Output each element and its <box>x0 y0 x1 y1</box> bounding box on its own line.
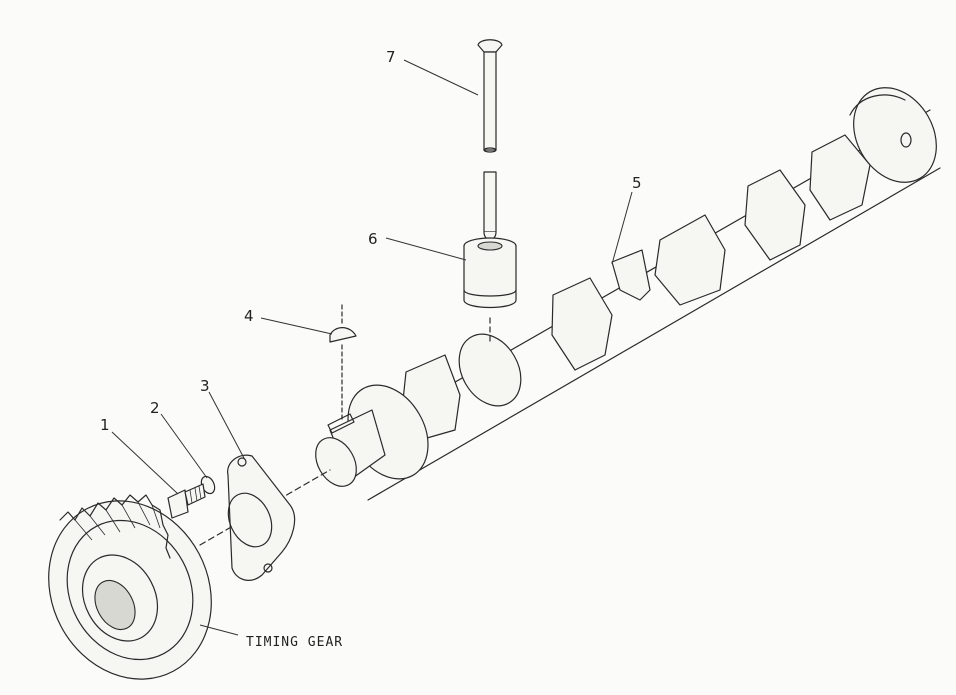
callout-5: 5 <box>632 174 642 192</box>
timing-gear-label: TIMING GEAR <box>246 635 343 650</box>
valve-lifter <box>463 171 517 346</box>
woodruff-key <box>329 304 357 421</box>
leader-lines <box>111 59 633 636</box>
bolt <box>167 483 206 519</box>
callout-2: 2 <box>150 399 160 417</box>
push-rod <box>477 39 503 153</box>
callout-6: 6 <box>368 230 378 248</box>
callout-1: 1 <box>100 416 110 434</box>
thrust-plate <box>227 454 296 581</box>
camshaft <box>315 87 941 501</box>
callout-7: 7 <box>386 48 396 66</box>
timing-gear <box>48 494 212 680</box>
callout-3: 3 <box>200 377 210 395</box>
callout-4: 4 <box>244 307 254 325</box>
